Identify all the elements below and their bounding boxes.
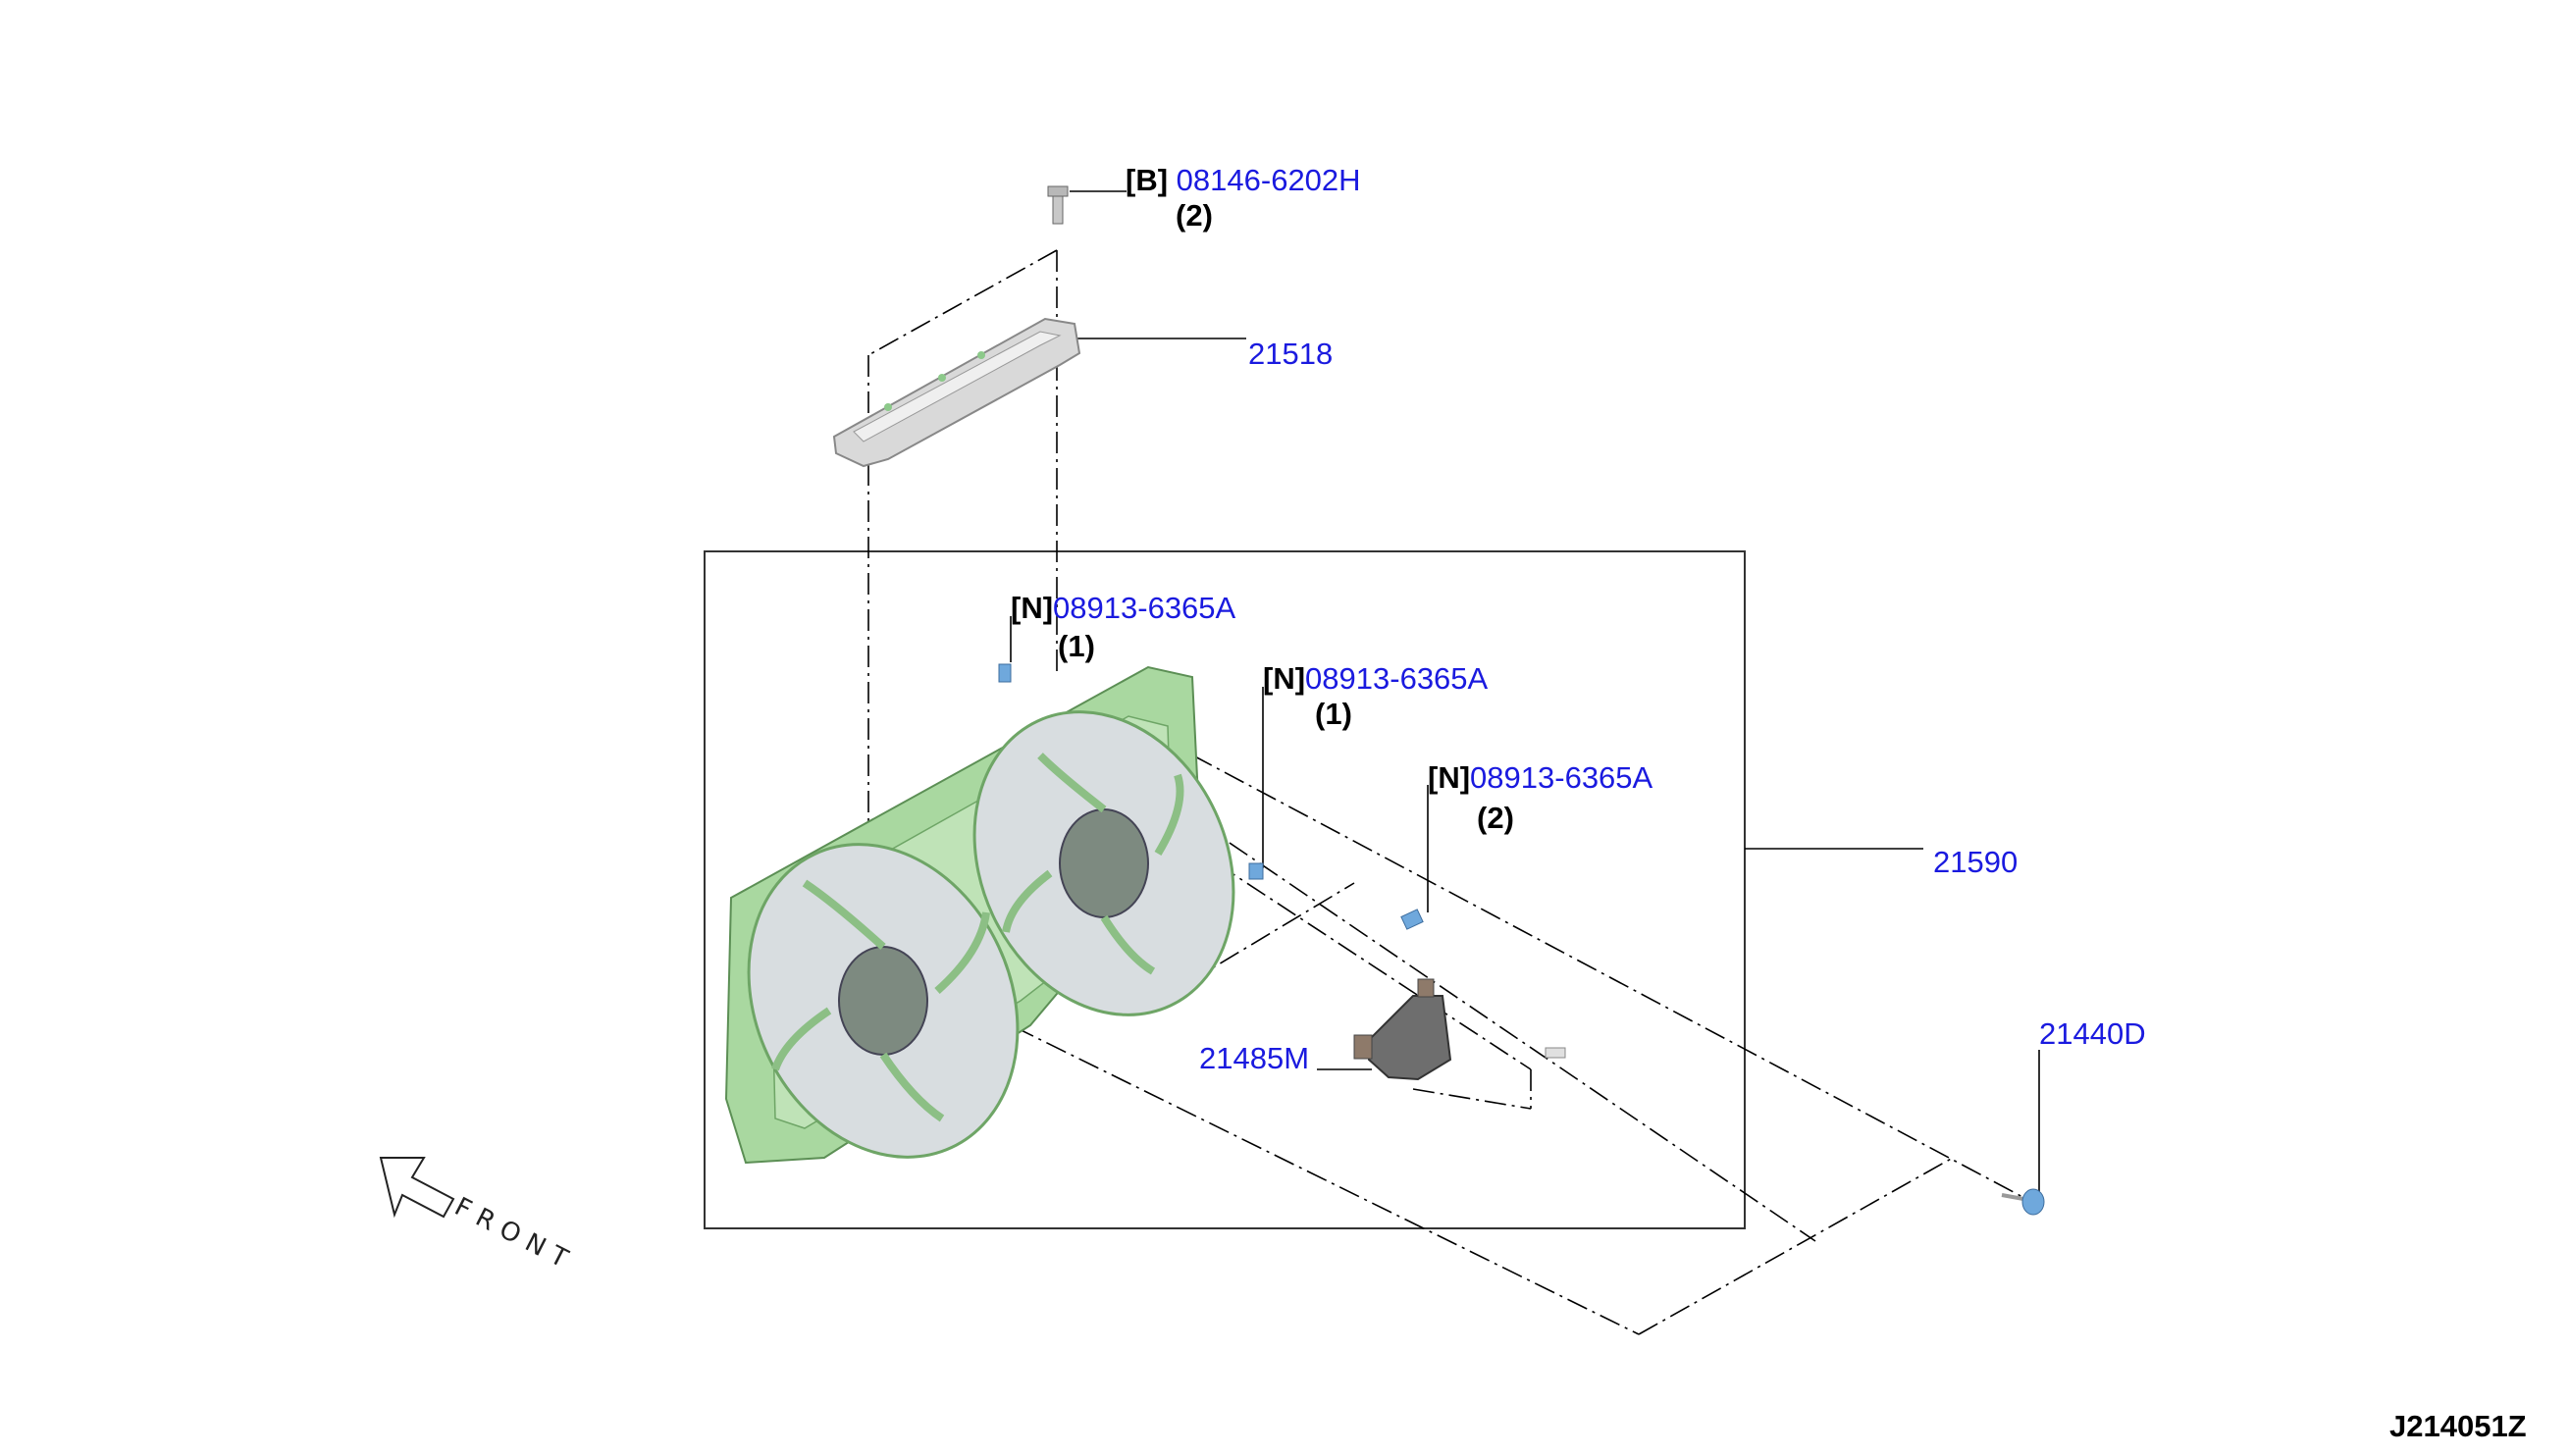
callout-clip-3[interactable]: [N]08913-6365A <box>1428 762 1652 793</box>
part-number-link[interactable]: 21485M <box>1199 1041 1310 1075</box>
part-number-link[interactable]: 21518 <box>1248 337 1334 371</box>
callout-code: [B] <box>1126 163 1169 197</box>
assembly-frame <box>704 550 1746 1229</box>
fan-shroud-21590-icon <box>724 665 1235 1165</box>
callout-quantity: (2) <box>1477 801 1514 835</box>
part-number-link[interactable]: 08913-6365A <box>1305 661 1489 696</box>
part-number-link[interactable]: 21590 <box>1933 845 2019 879</box>
front-arrow-icon <box>379 1157 455 1219</box>
callout-clip-1[interactable]: [N]08913-6365A <box>1011 593 1235 623</box>
callout-bolt[interactable]: [B] 08146-6202H <box>1126 165 1361 195</box>
callout-code: [N] <box>1428 760 1471 795</box>
callout-quantity: (2) <box>1176 198 1213 233</box>
callout-clip-2[interactable]: [N]08913-6365A <box>1263 663 1488 694</box>
part-number-link[interactable]: 08146-6202H <box>1176 163 1361 197</box>
leader-lines <box>1010 190 2040 1192</box>
bracket-21518-icon <box>832 317 1081 468</box>
diagram-id: J214051Z <box>2389 1409 2527 1443</box>
part-number-link[interactable]: 08913-6365A <box>1053 591 1236 625</box>
clip-icon-2 <box>1248 862 1264 880</box>
motor-21485m-icon <box>1353 978 1566 1081</box>
callout-code: [N] <box>1011 591 1054 625</box>
clip-icon-3 <box>1400 909 1424 930</box>
part-number-link[interactable]: 08913-6365A <box>1470 760 1653 795</box>
callout-quantity: (1) <box>1058 629 1095 663</box>
grommet-21440d-icon <box>2001 1188 2045 1216</box>
part-number-link[interactable]: 21440D <box>2039 1016 2146 1051</box>
clip-icon-1 <box>998 663 1012 683</box>
callout-quantity: (1) <box>1315 697 1352 731</box>
bolt-08146-icon <box>1047 185 1069 225</box>
callout-code: [N] <box>1263 661 1306 696</box>
